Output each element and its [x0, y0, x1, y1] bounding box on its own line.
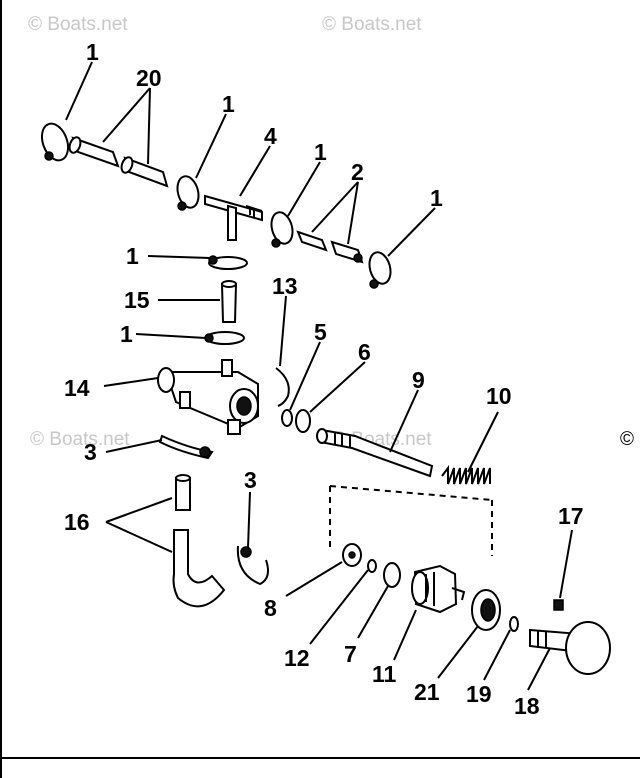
tee-fitting-part [204, 194, 263, 241]
callout-19: 19 [466, 681, 492, 707]
callout-1: 1 [430, 185, 443, 211]
callout-5: 5 [314, 319, 327, 345]
callout-3: 3 [84, 439, 97, 465]
spring-part [441, 465, 491, 485]
clamp-part [208, 255, 248, 270]
callout-4: 4 [264, 123, 277, 149]
callout-10: 10 [486, 383, 512, 409]
watermark: © Boats.net [322, 14, 422, 35]
hose-part [296, 230, 364, 264]
primer-knob-part [529, 621, 611, 675]
o-ring-part [295, 409, 311, 433]
callout-12: 12 [284, 645, 310, 671]
callout-15: 15 [124, 287, 150, 313]
callout-16: 16 [64, 509, 90, 535]
watermark: © Boats.net [28, 14, 128, 35]
callout-7: 7 [344, 641, 357, 667]
clamp-part [204, 331, 245, 345]
clamp-part [40, 122, 70, 162]
hose-part [68, 136, 169, 188]
watermark: © [620, 429, 634, 450]
leader-lines [65, 61, 573, 691]
callout-20: 20 [136, 65, 162, 91]
clamp-part [368, 251, 392, 289]
elbow-hose-part [172, 529, 226, 608]
callout-1: 1 [222, 91, 235, 117]
callout-3: 3 [244, 467, 257, 493]
callout-1: 1 [86, 39, 99, 65]
hose-part [220, 280, 238, 323]
callout-17: 17 [558, 503, 584, 529]
callout-11: 11 [372, 661, 397, 687]
callout-1: 1 [126, 243, 139, 269]
clip-part [275, 367, 290, 407]
clamp-part [176, 175, 200, 211]
callout-14: 14 [64, 375, 90, 401]
callout-13: 13 [272, 273, 298, 299]
callout-21: 21 [414, 679, 440, 705]
callout-8: 8 [264, 595, 277, 621]
watermark: © Boats.net [30, 429, 130, 450]
strap-clamp-part [236, 545, 269, 586]
o-ring-part [281, 409, 293, 427]
plunger-shaft-part [316, 428, 434, 478]
strap-clamp-part [158, 434, 214, 460]
callout-6: 6 [358, 339, 371, 365]
callout-2: 2 [351, 159, 364, 185]
clamp-part [270, 211, 294, 248]
callout-1: 1 [314, 139, 327, 165]
callout-18: 18 [514, 693, 540, 719]
o-ring-part [509, 616, 519, 632]
o-ring-part [367, 559, 377, 573]
o-ring-part [383, 562, 401, 588]
valve-body-part [157, 359, 259, 435]
screw-part [553, 599, 564, 611]
callout-9: 9 [412, 367, 425, 393]
hose-part [175, 474, 191, 511]
assembly-bracket [329, 485, 493, 556]
callout-1: 1 [120, 321, 133, 347]
check-valve-part [411, 564, 466, 614]
